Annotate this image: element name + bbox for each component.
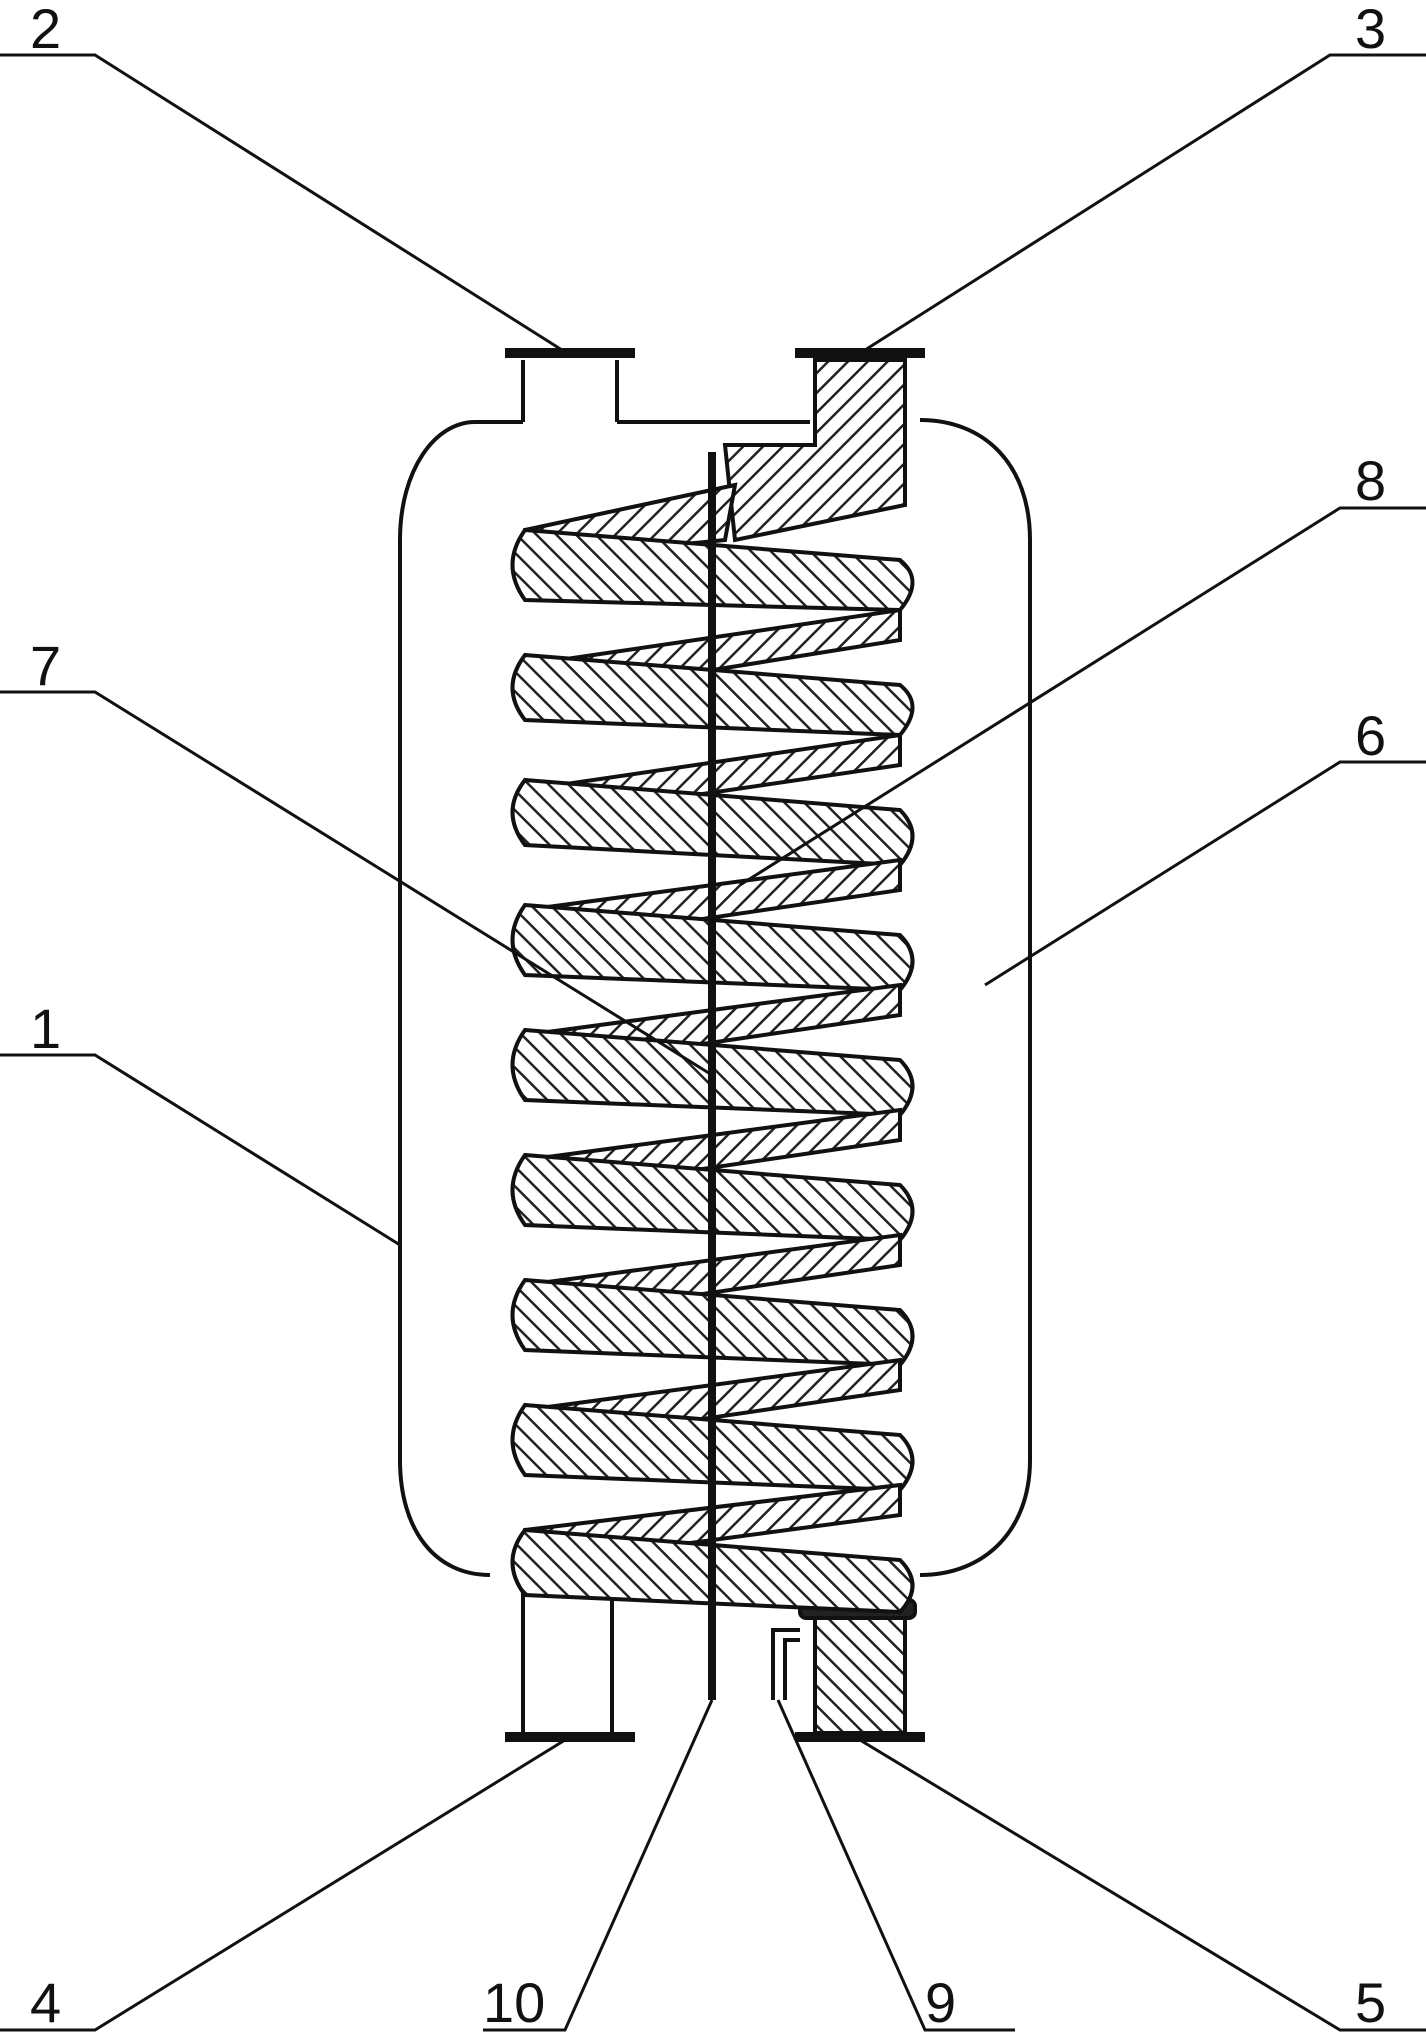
coil-outlet-3 (722, 348, 925, 543)
label-10: 10 (483, 1971, 545, 2034)
label-4: 4 (30, 1971, 61, 2034)
nozzle-4 (505, 1575, 635, 1742)
label-5: 5 (1355, 1971, 1386, 2034)
label-3: 3 (1355, 0, 1386, 60)
label-8: 8 (1355, 449, 1386, 512)
label-7: 7 (30, 634, 61, 697)
label-1: 1 (30, 997, 61, 1060)
label-9: 9 (925, 1971, 956, 2034)
label-2: 2 (30, 0, 61, 60)
nozzle-2 (505, 348, 635, 422)
coil-outlet-5 (795, 1598, 925, 1742)
label-6: 6 (1355, 704, 1386, 767)
leader-lines (0, 53, 1426, 2032)
small-pipe-9 (771, 1628, 800, 1700)
